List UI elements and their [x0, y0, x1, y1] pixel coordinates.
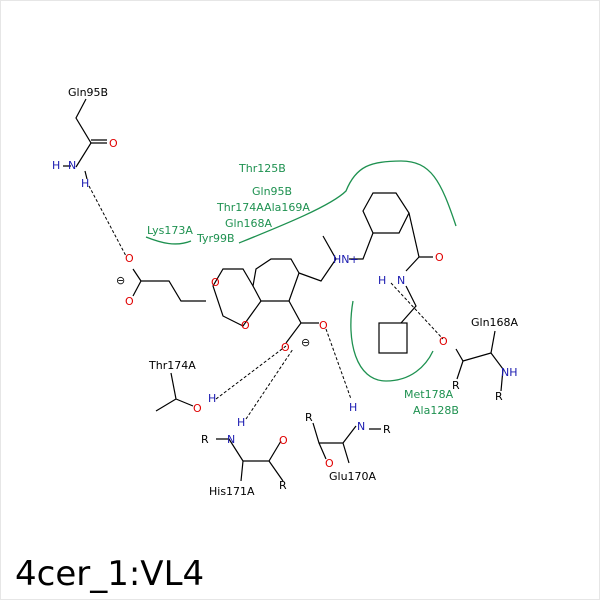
atom-r-glu170a-right: R: [383, 423, 391, 436]
pocket-label-gln168a: Gln168A: [225, 217, 273, 230]
atom-nh-gln168a: NH: [501, 366, 518, 379]
amide-bond: [405, 212, 433, 272]
atom-o-pyran-top: O: [211, 276, 220, 289]
hbond-glu170a: [325, 328, 352, 400]
chromane-aromatic-ring: [252, 258, 300, 302]
atom-n-his171a: N: [227, 433, 235, 446]
hbond-gln95b: [88, 185, 127, 257]
gln95b-nh: [63, 165, 88, 180]
pocket-label-gln95b: Gln95B: [252, 185, 292, 198]
atom-o-carboxylate-top: O: [125, 252, 134, 265]
gln95b-carbonyl: [91, 139, 107, 144]
atom-h-amide: H: [378, 274, 386, 287]
cyclobutyl-link: [400, 285, 417, 324]
atom-o-carboxylate-bottom: O: [125, 295, 134, 308]
atom-r-glu170a-top: R: [305, 411, 313, 424]
ammonium-methyl: [322, 235, 337, 260]
atom-n-glu170a: N: [357, 420, 365, 433]
atom-o-amide: O: [435, 251, 444, 264]
pocket-label-met178a: Met178A: [404, 388, 454, 401]
gln95b-chain: [75, 98, 92, 168]
atom-n-gln95b: N: [68, 159, 76, 172]
gln168a-backbone: [455, 330, 504, 392]
hbond-thr174a: [215, 345, 287, 400]
charge-minus-right: ⊖: [301, 336, 310, 349]
pocket-label-thr125b: Thr125B: [238, 162, 286, 175]
atom-h-gln95b-left: H: [52, 159, 60, 172]
atom-o-carboxylate-right-b: O: [281, 341, 290, 354]
atom-o-his171a: O: [279, 434, 288, 447]
cyclobutane-ring: [378, 322, 408, 354]
glu170a-backbone: [312, 422, 381, 464]
residue-label-glu170a: Glu170A: [329, 470, 377, 483]
atom-o-gln95b: O: [109, 137, 118, 150]
atom-o-thr174a: O: [193, 402, 202, 415]
charge-minus-left: ⊖: [116, 274, 125, 287]
atom-o-gln168a: O: [439, 335, 448, 348]
pocket-label-ala128b: Ala128B: [413, 404, 459, 417]
ammonium-benzyl: [349, 232, 374, 260]
residue-label-gln168a: Gln168A: [471, 316, 519, 329]
atom-o-pyran-bottom: O: [241, 319, 250, 332]
pocket-label-lys173a: Lys173A: [147, 224, 193, 237]
atom-o-glu170a: O: [325, 457, 334, 470]
pocket-label-thr174a-ala169a: Thr174AAla169A: [216, 201, 310, 214]
atom-r-his171a-left: R: [201, 433, 209, 446]
pocket-label-tyr99b: Tyr99B: [196, 232, 235, 245]
residue-label-thr174a: Thr174A: [148, 359, 196, 372]
benzamide-ring: [362, 192, 410, 234]
his171a-backbone: [216, 438, 284, 482]
atom-r-gln168a-a: R: [452, 379, 460, 392]
atom-hn-ammonium: HN+: [333, 253, 359, 266]
carboxylate-right: [285, 300, 319, 344]
pocket-arc-bottom: [350, 300, 434, 382]
hbond-gln168a: [390, 282, 444, 340]
atom-h-his171a: H: [237, 416, 245, 429]
atom-h-gln95b: H: [81, 177, 89, 190]
atom-o-carboxylate-right-a: O: [319, 319, 328, 332]
atom-n-amide: N: [397, 274, 405, 287]
atom-h-glu170a: H: [349, 401, 357, 414]
pocket-arc-left: [145, 236, 192, 245]
residue-label-gln95b: Gln95B: [68, 86, 108, 99]
chromane-pyran-ring: [212, 268, 262, 327]
atom-r-his171a-bottom: R: [279, 479, 287, 492]
figure-title: 4cer_1:VL4: [15, 554, 204, 594]
residue-label-his171a: His171A: [209, 485, 255, 498]
ch2-to-ammonium: [298, 258, 337, 282]
propanoate-chain: [132, 268, 206, 302]
pocket-arc-top: [238, 160, 457, 244]
thr174a-chain: [155, 372, 194, 412]
atom-h-thr174a: H: [208, 392, 216, 405]
hbond-his171a: [245, 348, 294, 420]
atom-r-gln168a-b: R: [495, 390, 503, 403]
